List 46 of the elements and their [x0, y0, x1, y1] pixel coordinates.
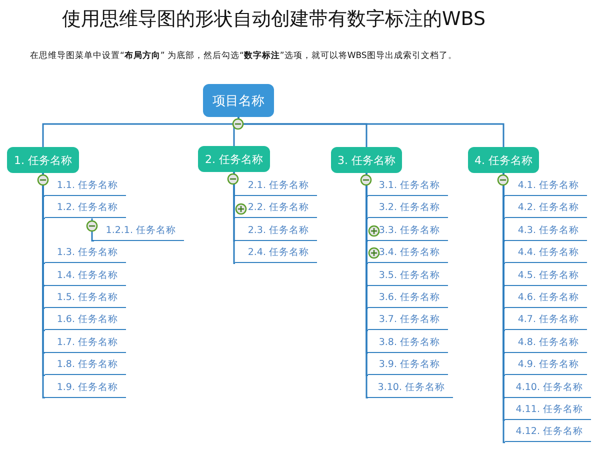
subtask-item: 1.4. 任务名称 [45, 268, 126, 286]
subtask-item: 4.12. 任务名称 [505, 424, 591, 442]
subtask-item: 3.9. 任务名称 [368, 357, 448, 376]
subtask-item: 4.3. 任务名称 [505, 222, 587, 241]
project-box: 项目名称 [203, 84, 274, 117]
subtask-item: 4.1. 任务名称 [505, 178, 587, 196]
subtask-item: 4.2. 任务名称 [505, 200, 587, 218]
subtask-item: 4.4. 任务名称 [505, 245, 587, 264]
subtask-item: 3.1. 任务名称 [368, 178, 448, 196]
subtask-item: 2.3. 任务名称 [235, 222, 317, 241]
subtask-item: 3.8. 任务名称 [368, 334, 448, 353]
connector-line [91, 218, 94, 242]
instruction-text: 在思维导图菜单中设置“布局方向” 为底部，然后勾选“数字标注”选项，就可以将WBS图导出成索引文档了。 [30, 50, 457, 62]
subtask-item: 4.10. 任务名称 [505, 380, 591, 398]
subtask-item: 4.6. 任务名称 [505, 290, 587, 308]
task-box: 2. 任务名称 [198, 146, 270, 172]
subtask-item: 2.1. 任务名称 [235, 178, 317, 196]
subtask-item: 4.7. 任务名称 [505, 312, 587, 330]
task-box: 1. 任务名称 [7, 147, 79, 173]
subtask-item: 2.4. 任务名称 [235, 245, 317, 264]
subtask-item: 3.10. 任务名称 [368, 380, 453, 398]
subtask-item: 1.1. 任务名称 [45, 178, 126, 196]
subtask-item: 1.3. 任务名称 [45, 245, 126, 264]
subtask-item: 3.3. 任务名称 [368, 222, 448, 241]
task-box: 4. 任务名称 [468, 147, 539, 173]
subtask-item: 3.4. 任务名称 [368, 245, 448, 264]
subtask-item: 1.6. 任务名称 [45, 312, 126, 330]
subtask-item: 1.5. 任务名称 [45, 290, 126, 308]
subtask-item: 4.9. 任务名称 [505, 357, 587, 376]
connector-line [233, 172, 236, 264]
subtask-item: 3.7. 任务名称 [368, 312, 448, 330]
connector-line [238, 117, 504, 147]
subtask-item: 1.8. 任务名称 [45, 357, 126, 376]
subtask-item: 4.11. 任务名称 [505, 402, 591, 420]
task-box: 3. 任务名称 [331, 147, 402, 173]
subtask-item: 3.5. 任务名称 [368, 268, 448, 286]
subtask-item: 1.7. 任务名称 [45, 334, 126, 353]
subtask-item: 2.2. 任务名称 [235, 200, 317, 218]
subtask-item: 1.2.1. 任务名称 [94, 222, 184, 241]
subtask-item: 3.2. 任务名称 [368, 200, 448, 218]
subtask-item: 4.8. 任务名称 [505, 334, 587, 353]
subtask-item: 4.5. 任务名称 [505, 268, 587, 286]
subtask-item: 1.9. 任务名称 [45, 380, 126, 398]
subtask-item: 1.2. 任务名称 [45, 200, 126, 218]
title: 使用思维导图的形状自动创建带有数字标注的WBS [62, 7, 486, 32]
subtask-item: 3.6. 任务名称 [368, 290, 448, 308]
